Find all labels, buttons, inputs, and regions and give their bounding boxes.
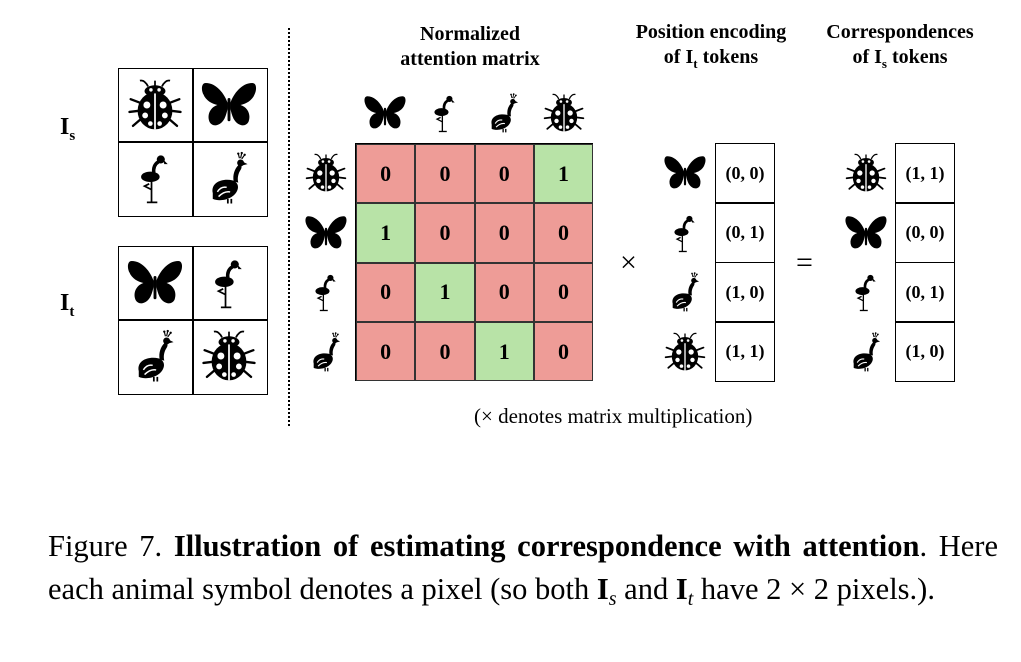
vector-cell: (0, 0) (895, 202, 955, 263)
matrix-cell: 0 (474, 203, 534, 263)
vector-cell: (1, 0) (895, 321, 955, 382)
target-grid-cell (118, 246, 194, 321)
target-grid-cell (192, 246, 268, 321)
matrix-cell: 1 (533, 144, 594, 204)
source-grid-cell (118, 68, 194, 143)
vector-cell: (1, 1) (715, 321, 775, 382)
dashed-separator (288, 28, 290, 426)
figure-caption: Figure 7. Illustration of estimating cor… (48, 529, 998, 610)
source-grid-cell (118, 141, 194, 217)
vector-cell: (1, 0) (715, 262, 775, 322)
ladybug-icon (543, 93, 584, 132)
flamingo-icon (141, 155, 168, 204)
peacock-icon (313, 331, 341, 371)
multiply-operator: × (620, 246, 637, 279)
matrix-cell: 0 (415, 321, 475, 382)
ladybug-icon (202, 330, 256, 381)
ladybug-icon (845, 153, 887, 192)
butterfly-icon (305, 215, 347, 248)
butterfly-icon (664, 156, 706, 189)
vector-cell: (0, 1) (895, 262, 955, 322)
matrix-cell: 0 (356, 321, 416, 382)
matrix-cell: 0 (533, 262, 594, 322)
peacock-icon (138, 329, 174, 382)
flamingo-icon (855, 274, 876, 312)
source-image-label: Is (60, 114, 76, 144)
matrix-cell: 0 (415, 203, 475, 263)
ladybug-icon (128, 79, 182, 130)
source-grid-cell (192, 68, 268, 143)
correspondences-header: Correspondences of Is tokens (826, 21, 974, 71)
matrix-cell: 0 (356, 262, 416, 322)
target-grid-cell (118, 319, 194, 395)
target-grid-cell (192, 319, 268, 395)
flamingo-icon (674, 215, 695, 252)
source-grid-cell (192, 141, 268, 217)
peacock-icon (212, 151, 248, 204)
vector-cell: (0, 0) (715, 143, 775, 203)
matrix-header: Normalized attention matrix (400, 23, 540, 70)
position-encoding-header: Position encoding of It tokens (635, 21, 787, 71)
matrix-cell: 1 (356, 203, 416, 263)
vector-cell: (0, 1) (715, 202, 775, 263)
matrix-cell: 1 (415, 262, 475, 322)
matrix-cell: 0 (533, 203, 594, 263)
matrix-cell: 0 (356, 144, 416, 204)
flamingo-icon (215, 260, 242, 309)
matrix-cell: 0 (533, 321, 594, 382)
butterfly-icon (127, 260, 183, 304)
butterfly-icon (201, 82, 257, 126)
butterfly-icon (845, 215, 887, 248)
peacock-icon (853, 331, 881, 371)
flamingo-icon (315, 274, 336, 312)
target-image-label: It (60, 290, 75, 320)
butterfly-icon (364, 96, 406, 129)
vector-cell: (1, 1) (895, 143, 955, 203)
multiplication-note: (× denotes matrix multiplication) (474, 404, 753, 428)
equals-operator: = (796, 246, 813, 279)
ladybug-icon (664, 332, 706, 370)
matrix-cell: 0 (474, 262, 534, 322)
ladybug-icon (305, 153, 347, 192)
peacock-icon (491, 93, 519, 133)
matrix-cell: 1 (474, 321, 534, 382)
matrix-cell: 0 (474, 144, 534, 204)
matrix-cell: 0 (415, 144, 475, 204)
flamingo-icon (433, 95, 455, 133)
peacock-icon (672, 272, 700, 312)
